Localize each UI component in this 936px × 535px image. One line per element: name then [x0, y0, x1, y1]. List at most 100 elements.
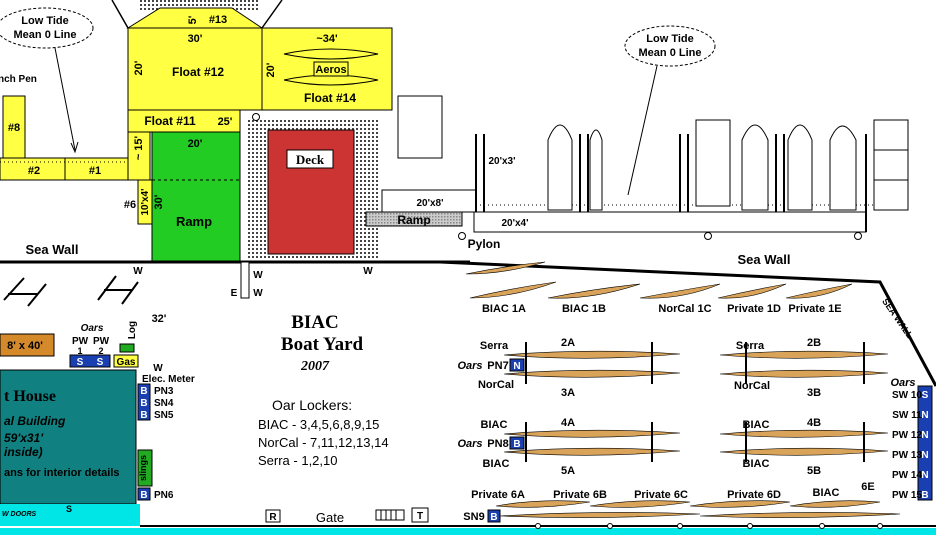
rack-sn9: SN9	[463, 511, 484, 523]
svg-text:PW 13: PW 13	[892, 450, 922, 461]
svg-text:B: B	[921, 490, 928, 501]
gas-label: Gas	[117, 357, 136, 368]
boathouse-sub3: inside)	[4, 445, 43, 459]
float-8-label: #8	[8, 122, 20, 134]
low-tide-label-right: Low Tide	[646, 33, 693, 45]
shed	[0, 333, 55, 357]
svg-text:N: N	[921, 450, 928, 461]
right-locker-letters: S N N N N B	[921, 390, 928, 501]
wall-w-4: W	[253, 288, 263, 299]
sn9-box	[487, 509, 501, 523]
svg-text:SW 10: SW 10	[892, 390, 922, 401]
left-lockers: B B B	[137, 383, 151, 421]
svg-text:PW 15: PW 15	[892, 490, 922, 501]
ramp-height: 30'	[153, 194, 165, 209]
sn9-b: B	[490, 512, 497, 523]
ramp2-dim: 20'x8'	[416, 198, 443, 209]
pw1-s: S	[77, 357, 84, 368]
rack-pn8: PN8	[487, 438, 508, 450]
float-2-label: #2	[28, 165, 40, 177]
rack-private-1d: Private 1D	[727, 303, 781, 315]
dock-a-dim: 20'x3'	[488, 156, 515, 167]
boathouse-sub4: ans for interior details	[4, 467, 120, 479]
svg-text:B: B	[140, 386, 147, 397]
rack-row-2-3	[503, 350, 889, 378]
float-1-label: #1	[89, 165, 101, 177]
rack-biac-r1: BIAC	[743, 419, 770, 431]
seawall-line	[0, 260, 936, 387]
water-w: W	[153, 363, 163, 374]
rack-norcal-left: NorCal	[478, 379, 514, 391]
rack-biac-1b: BIAC 1B	[562, 303, 606, 315]
rack-5b: 5B	[807, 465, 821, 477]
dock-pylons	[704, 232, 862, 240]
svg-text:N: N	[921, 410, 928, 421]
sling-racks	[3, 275, 139, 307]
wall-e: E	[231, 288, 238, 299]
rack-6e: 6E	[861, 481, 874, 493]
top-structure-fill	[140, 0, 258, 10]
empty-slip-1	[397, 95, 443, 159]
elec-meter-label: Elec. Meter	[142, 374, 195, 385]
low-tide-arrow-left	[54, 47, 76, 151]
boathouse-sub1: al Building	[4, 414, 66, 428]
pw2-number: 2	[98, 346, 103, 356]
deck-label-box	[286, 149, 334, 169]
wall-w-3: W	[363, 266, 373, 277]
shed-label: 8' x 40'	[7, 340, 43, 352]
low-tide-ellipse-left	[0, 7, 94, 49]
docked-boats	[547, 119, 909, 211]
dock-b-dim: 20'x4'	[501, 218, 528, 229]
lockers-serra: Serra - 1,2,10	[258, 453, 338, 468]
rack-4a: 4A	[561, 417, 575, 429]
mean-line-label-right: Mean 0 Line	[639, 47, 702, 59]
pw-locker-box	[69, 354, 111, 368]
low-tide-label-left: Low Tide	[21, 15, 68, 27]
rack-oars-left: Oars	[457, 360, 482, 372]
svg-text:B: B	[140, 398, 147, 409]
ramp-2	[365, 211, 463, 227]
rack-posts-4	[525, 422, 865, 462]
yard-dim: 32'	[152, 313, 167, 325]
wall-w-1: W	[133, 266, 143, 277]
boathouse-sub2: 59'x31'	[4, 431, 44, 445]
ramp2-label: Ramp	[397, 213, 430, 227]
float-14-label: Float #14	[304, 91, 356, 105]
mean-line-label-left: Mean 0 Line	[14, 29, 77, 41]
pylon-label: Pylon	[468, 237, 501, 251]
rack-private-6b: Private 6B	[553, 489, 607, 501]
pn6-label: PN6	[154, 490, 174, 501]
utility-post	[240, 261, 250, 299]
float-6-dim: 10'x4'	[140, 188, 151, 215]
rack-3b: 3B	[807, 387, 821, 399]
rack-biac-l2: BIAC	[483, 458, 510, 470]
aeros-box	[313, 61, 349, 77]
pn6-b: B	[140, 490, 147, 501]
float-2-1	[0, 157, 129, 181]
right-locker-column	[917, 385, 933, 501]
sn4-label: SN4	[154, 398, 174, 409]
pn8-b: B	[513, 439, 520, 450]
t-label: T	[417, 511, 423, 522]
rack-serra-left: Serra	[480, 340, 509, 352]
pylon-dot-2	[458, 232, 466, 240]
pw2-s: S	[97, 357, 104, 368]
r-box	[265, 509, 281, 523]
float-12-width: 30'	[188, 33, 203, 45]
r-label: R	[269, 512, 277, 523]
float-11-width: 25'	[218, 116, 233, 128]
svg-text:S: S	[922, 390, 929, 401]
pn3-label: PN3	[154, 386, 174, 397]
title-line1: BIAC	[291, 312, 339, 333]
pn7-box	[509, 358, 525, 372]
float-14-height: 20'	[265, 62, 277, 77]
rack-biac-r2: BIAC	[743, 458, 770, 470]
rack-2a: 2A	[561, 337, 575, 349]
log-box	[119, 343, 135, 353]
rack-biac-l1: BIAC	[481, 419, 508, 431]
float-6-label: #6	[124, 199, 136, 211]
pn7-n: N	[513, 361, 520, 372]
title-year: 2007	[300, 359, 330, 374]
rack-serra-right: Serra	[736, 340, 765, 352]
